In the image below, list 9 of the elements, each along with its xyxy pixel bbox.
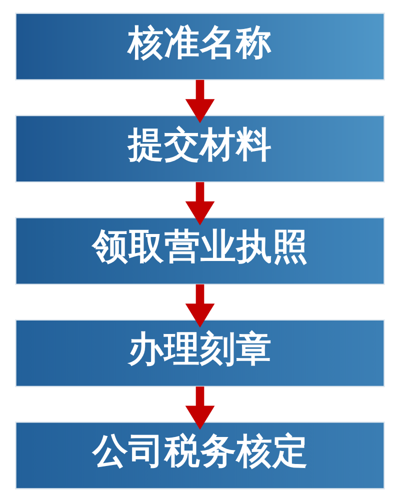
arrow <box>185 182 215 226</box>
arrow <box>185 80 215 124</box>
arrow <box>185 386 215 430</box>
node-box: 公司税务核定 <box>15 422 385 490</box>
node-box: 办理刻章 <box>15 319 385 388</box>
node-box: 核准名称 <box>15 12 385 80</box>
node-box: 领取营业执照 <box>15 217 385 285</box>
arrow <box>185 284 215 328</box>
node-box: 提交材料 <box>15 114 385 183</box>
